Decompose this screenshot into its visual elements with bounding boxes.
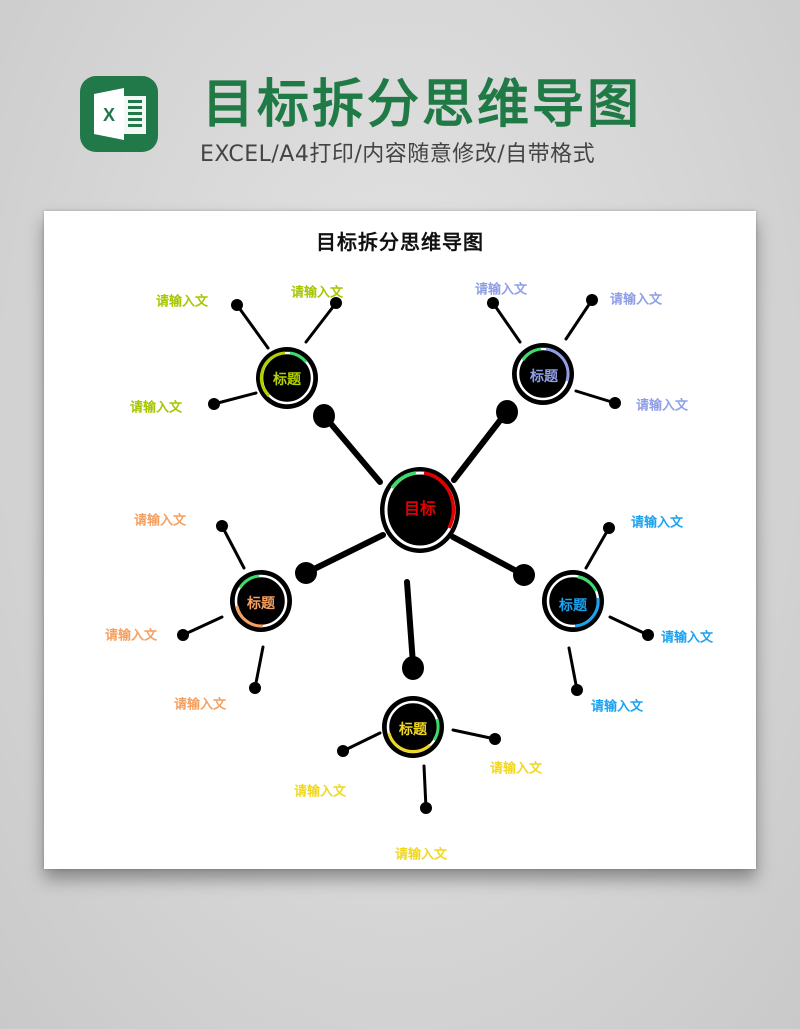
leaf-text[interactable]: 请输入文: [394, 847, 448, 863]
leaf-text[interactable]: 请输入文: [173, 697, 227, 713]
sheet-title: 目标拆分思维导图: [316, 230, 484, 254]
leaf-text[interactable]: 请输入文: [104, 628, 158, 644]
branch-label-mid-left: 标题: [247, 596, 275, 612]
branch-node-bottom[interactable]: [382, 696, 444, 758]
branch-node-top-right[interactable]: [512, 343, 574, 405]
branch-node-top-left[interactable]: [256, 347, 318, 409]
leaf-text[interactable]: 请输入文: [293, 784, 347, 800]
leaf-text[interactable]: 请输入文: [660, 630, 714, 646]
leaf-text[interactable]: 请输入文: [489, 761, 543, 777]
center-node-label: 目标: [403, 499, 437, 518]
leaf-text[interactable]: 请输入文: [474, 282, 528, 298]
leaf-text[interactable]: 请输入文: [590, 699, 644, 715]
branch-node-mid-right[interactable]: [542, 570, 604, 632]
branch-label-mid-right: 标题: [559, 598, 587, 614]
page-subtitle: EXCEL/A4打印/内容随意修改/自带格式: [200, 142, 596, 167]
branch-label-top-left: 标题: [273, 372, 301, 388]
center-node[interactable]: [380, 467, 460, 553]
leaf-text[interactable]: 请输入文: [129, 400, 183, 416]
page-title: 目标拆分思维导图: [202, 75, 643, 135]
svg-text:X: X: [103, 105, 115, 125]
branch-label-top-right: 标题: [530, 369, 558, 385]
leaf-text[interactable]: 请输入文: [635, 398, 689, 414]
leaf-text[interactable]: 请输入文: [155, 294, 209, 310]
leaf-text[interactable]: 请输入文: [630, 515, 684, 531]
leaf-text[interactable]: 请输入文: [609, 292, 663, 308]
branch-label-bottom: 标题: [399, 722, 427, 738]
excel-icon: X: [80, 76, 158, 152]
leaf-text[interactable]: 请输入文: [290, 285, 344, 301]
branch-node-mid-left[interactable]: [230, 570, 292, 632]
leaf-text[interactable]: 请输入文: [133, 513, 187, 529]
